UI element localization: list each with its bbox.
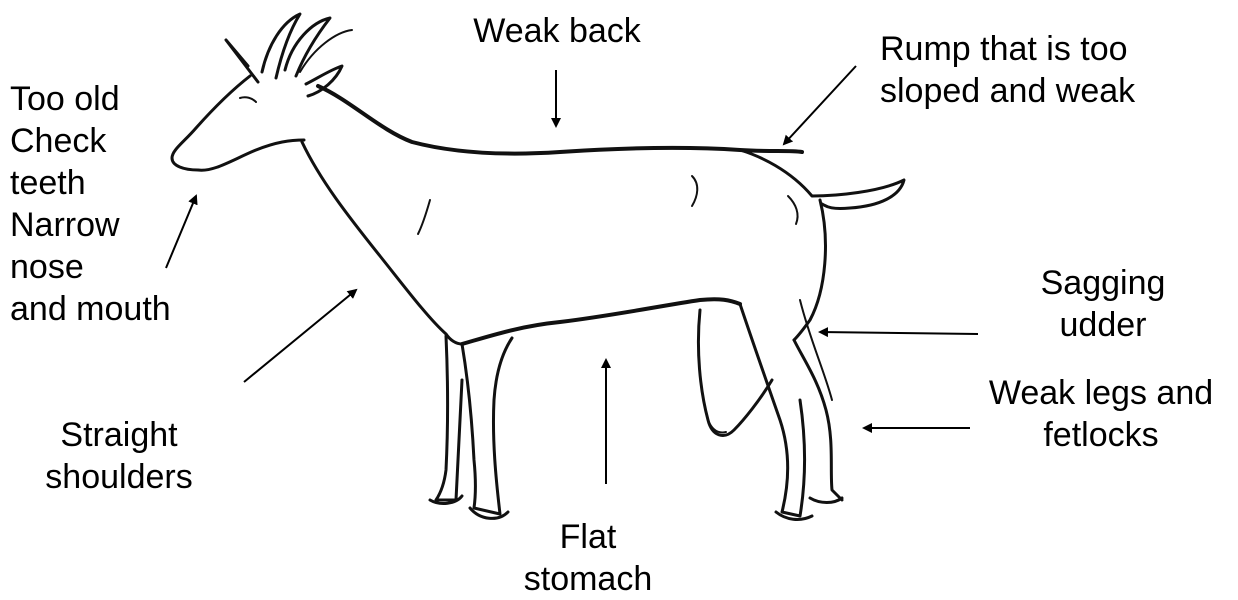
label-line: Check [10,120,200,162]
ear [226,40,258,82]
rump-line [740,150,904,209]
label-rump: Rump that is too sloped and weak [880,28,1210,112]
label-line: Flat [518,516,658,558]
front-leg [462,338,512,514]
arrow-udder [820,332,978,334]
udder [698,310,772,435]
label-weak-back: Weak back [454,10,660,52]
label-flat-stomach: Flat stomach [518,516,658,600]
label-head: Too old Check teeth Narrow nose and mout… [10,78,200,330]
label-line: Weak back [454,10,660,52]
label-line: stomach [518,558,658,600]
label-line: udder [1018,304,1188,346]
label-line: nose [10,246,200,288]
label-line: Narrow [10,204,200,246]
back-line [318,86,802,154]
arrow-shoulders [244,290,356,382]
label-straight-shoulders: Straight shoulders [22,414,216,498]
label-line: Rump that is too [880,28,1210,70]
arrow-rump [784,66,856,144]
label-line: and mouth [10,288,200,330]
label-line: sloped and weak [880,70,1210,112]
label-weak-legs: Weak legs and fetlocks [976,372,1226,456]
label-line: shoulders [22,456,216,498]
label-line: Straight [22,414,216,456]
label-line: Weak legs and [976,372,1226,414]
label-line: fetlocks [976,414,1226,456]
label-line: teeth [10,162,200,204]
front-leg [436,336,462,500]
label-line: Sagging [1018,262,1188,304]
hoof [810,498,842,503]
label-line: Too old [10,78,200,120]
label-sagging-udder: Sagging udder [1018,262,1188,346]
ear [306,66,342,96]
